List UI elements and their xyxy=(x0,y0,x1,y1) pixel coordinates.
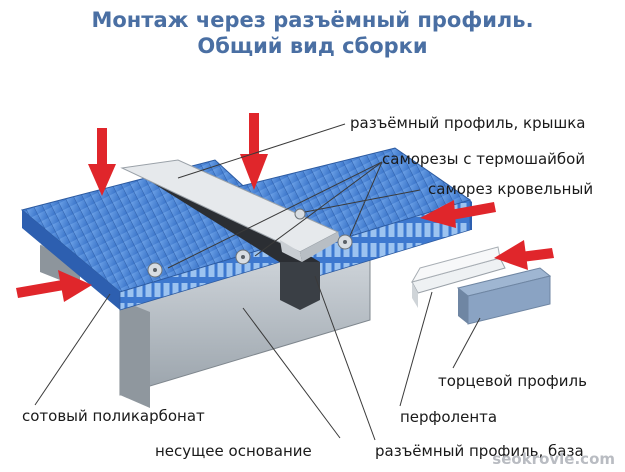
end-cap-metal xyxy=(456,267,552,325)
arrow-left-top xyxy=(420,200,496,228)
arrow-down-right xyxy=(240,113,268,190)
label-base-support: несущее основание xyxy=(155,442,312,460)
roof-screw xyxy=(294,208,306,220)
end-profile-piece xyxy=(410,246,506,308)
label-polycarbonate: сотовый поликарбонат xyxy=(22,407,205,425)
label-screws-thermo: саморезы с термошайбой xyxy=(382,150,586,168)
label-cap: разъёмный профиль, крышка xyxy=(350,114,586,132)
split-profile-cap xyxy=(120,159,340,262)
watermark: seokrovle.com xyxy=(492,450,615,468)
label-profile-base: разъёмный профиль, база xyxy=(375,442,584,460)
arrow-down-left xyxy=(88,128,116,196)
arrow-left-bottom xyxy=(494,240,554,270)
label-screw-roof: саморез кровельный xyxy=(428,180,594,198)
title-line-2: Общий вид сборки xyxy=(197,34,428,58)
thermo-washer-screws xyxy=(147,234,353,278)
arrow-right-bottom xyxy=(16,270,92,302)
leader-lines xyxy=(34,123,481,441)
title-line-1: Монтаж через разъёмный профиль. xyxy=(91,8,534,32)
label-end-profile: торцевой профиль xyxy=(438,372,587,390)
label-tape: перфолента xyxy=(400,408,498,426)
